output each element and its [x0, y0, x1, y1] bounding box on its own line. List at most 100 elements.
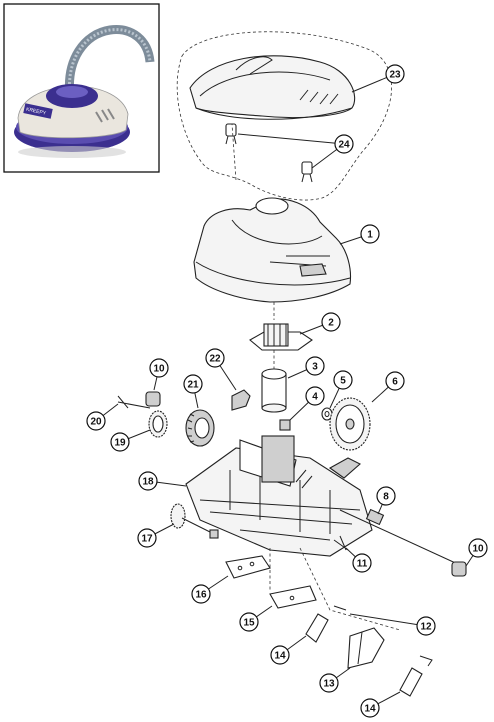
small-bracket	[231, 389, 251, 411]
cover-clip-left	[225, 123, 237, 145]
callout-c19: 19	[110, 429, 151, 452]
callout-label: 14	[364, 704, 376, 715]
clip-pin	[333, 535, 349, 551]
cover-clip-right	[301, 161, 313, 183]
callout-c17: 17	[137, 523, 175, 548]
top-cover	[189, 55, 356, 120]
callout-c10b: 10	[465, 538, 488, 567]
drive-shaft	[339, 508, 463, 567]
callout-circle	[110, 432, 130, 452]
callout-c8: 8	[376, 486, 396, 515]
cover-group-outline	[176, 31, 392, 201]
callout-label: 2	[328, 318, 334, 329]
callout-c21: 21	[183, 374, 203, 409]
turbine-cylinder	[261, 368, 287, 413]
callout-label: 20	[90, 417, 102, 428]
callout-label: 11	[357, 559, 368, 570]
callout-c22: 22	[205, 348, 237, 391]
foot-plate	[269, 585, 317, 609]
wheel-axle	[170, 503, 219, 539]
callout-circle	[360, 698, 380, 718]
callout-label: 10	[472, 544, 484, 555]
chassis	[185, 435, 373, 557]
weight-plate	[225, 555, 271, 579]
callout-label: 18	[142, 477, 154, 488]
callout-circle	[270, 645, 290, 665]
callout-c20: 20	[86, 403, 119, 431]
callout-c6: 6	[371, 371, 405, 403]
callout-circle	[205, 348, 225, 368]
callout-circle	[149, 358, 169, 378]
callout-circle	[191, 584, 211, 604]
callout-label: 19	[114, 438, 126, 449]
photo-brand-text: KREEPY	[25, 107, 47, 117]
axle-pin	[117, 395, 151, 409]
callout-circle	[360, 224, 380, 244]
top-housing	[193, 197, 352, 303]
callout-circle	[138, 471, 158, 491]
callout-label: 8	[383, 492, 389, 503]
callout-circle	[86, 411, 106, 431]
callout-label: 12	[420, 622, 432, 633]
callout-label: 17	[141, 534, 153, 545]
product-photo-inset: KREEPY	[3, 3, 160, 173]
callout-circle	[319, 673, 339, 693]
callout-label: 21	[187, 380, 199, 391]
callout-c16: 16	[191, 575, 229, 604]
lower-roller-cap	[451, 561, 467, 577]
callout-label: 4	[312, 392, 318, 403]
callout-label: 16	[195, 590, 207, 601]
callout-circle	[385, 64, 405, 84]
callout-c11: 11	[345, 547, 372, 573]
leader-line	[349, 613, 427, 627]
callout-circle	[334, 134, 354, 154]
callout-c14a: 14	[270, 635, 307, 665]
callout-label: 5	[340, 376, 346, 387]
callout-circle	[385, 371, 405, 391]
large-gear	[329, 397, 371, 451]
callout-c3: 3	[287, 356, 325, 379]
callout-label: 3	[312, 362, 318, 373]
callout-circle	[416, 616, 436, 636]
callout-label: 13	[323, 679, 335, 690]
callout-circle	[239, 612, 259, 632]
flap-right	[399, 667, 423, 697]
callout-label: 15	[243, 618, 255, 629]
callout-circle	[352, 553, 372, 573]
callout-label: 6	[392, 377, 398, 388]
callout-label: 1	[367, 230, 373, 241]
callout-circle	[376, 486, 396, 506]
callout-c10a: 10	[149, 358, 169, 391]
callout-c1: 1	[339, 224, 380, 245]
callout-c24: 24	[237, 133, 354, 169]
washer	[321, 407, 333, 421]
small-pinion	[279, 419, 291, 431]
callout-label: 24	[338, 140, 350, 151]
callout-circle	[468, 538, 488, 558]
callout-label: 22	[209, 354, 221, 365]
wheel-gear	[148, 410, 168, 438]
callout-c4: 4	[289, 386, 325, 421]
drive-tire	[185, 409, 215, 447]
pool-cleaner-product-photo: KREEPY	[14, 25, 155, 158]
flap-left	[305, 613, 329, 643]
retainer-clip	[333, 605, 433, 667]
callout-c5: 5	[329, 370, 353, 409]
assembly-guides	[231, 123, 401, 631]
callout-circle	[321, 312, 341, 332]
callout-circle	[333, 370, 353, 390]
callout-c15: 15	[239, 605, 273, 632]
leader-line	[237, 133, 345, 145]
callout-c12: 12	[349, 613, 436, 636]
callout-circle	[183, 374, 203, 394]
callout-label: 14	[274, 651, 286, 662]
callout-circle	[137, 528, 157, 548]
callout-label: 23	[389, 70, 401, 81]
callout-label: 10	[153, 364, 165, 375]
callout-c2: 2	[299, 312, 341, 335]
callout-c13: 13	[319, 667, 351, 693]
callout-circle	[305, 356, 325, 376]
upper-roller-cap	[145, 391, 161, 407]
